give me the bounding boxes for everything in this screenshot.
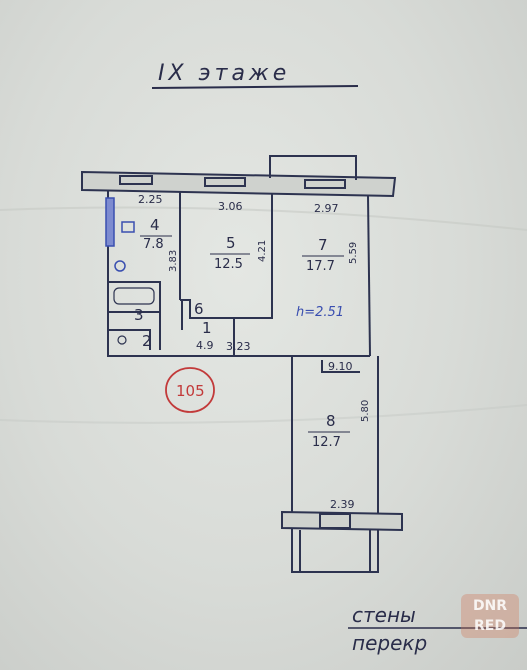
window-room-7: [304, 179, 346, 189]
room-8-bottom-wall: [281, 510, 403, 532]
room-7-area: 17.7: [306, 259, 335, 274]
watermark-line1: DNR: [472, 598, 508, 614]
room-1-number: 1: [202, 319, 212, 337]
radiator-icon: [105, 197, 115, 247]
dim-room-7-side: 5.59: [348, 242, 359, 264]
dim-top-right: 2.97: [314, 202, 339, 215]
dim-stair-width: 9.10: [328, 360, 353, 373]
stamp-circle: [165, 367, 215, 413]
bathtub-icon: [113, 287, 155, 305]
watermark-line2: RED: [474, 618, 506, 634]
partition-5-7: [180, 194, 273, 319]
room-8-outline: [291, 356, 379, 573]
room-8-window: [319, 513, 351, 529]
wc-wall: [108, 329, 151, 350]
title-underline: [151, 85, 359, 89]
room-3-number: 3: [134, 306, 144, 324]
room-8-area: 12.7: [312, 435, 341, 450]
bottom-note-line1: стены: [352, 603, 416, 627]
stove-icon: [121, 221, 135, 233]
bottom-note-line2: перекр: [352, 631, 427, 655]
stamp-number: 105: [176, 382, 205, 400]
sink-icon: [114, 260, 126, 272]
site-watermark-logo: DNR RED: [461, 594, 519, 638]
ceiling-height-note: h=2.51: [296, 305, 344, 320]
room-4-area: 7.8: [143, 237, 164, 252]
room-5-number: 5: [226, 234, 236, 252]
dim-room-4-side: 3.83: [168, 250, 179, 272]
right-wall: [367, 195, 371, 357]
toilet-icon: [117, 335, 127, 345]
loggia-top: [269, 155, 357, 180]
dim-top-left: 2.25: [138, 193, 163, 206]
room-2-number: 2: [142, 332, 152, 350]
room-4-number: 4: [150, 216, 160, 234]
window-room-4: [119, 175, 153, 185]
top-exterior-wall: [81, 170, 397, 198]
room-5-area: 12.5: [214, 257, 243, 272]
window-room-5: [204, 177, 246, 187]
dim-top-middle: 3.06: [218, 200, 243, 213]
dim-balcony-width: 2.39: [330, 498, 355, 511]
dim-hall-width: 3.23: [226, 340, 251, 353]
floor-title: IX этаже: [158, 61, 290, 86]
room-1-area: 4.9: [196, 339, 214, 352]
dim-room-5-side: 4.21: [257, 240, 268, 262]
stair-mark: [321, 360, 360, 373]
bathroom-wall: [108, 281, 161, 350]
room-7-number: 7: [318, 236, 328, 254]
dim-room-8-side: 5.80: [360, 400, 371, 422]
room-8-number: 8: [326, 412, 336, 430]
room-6-number: 6: [194, 300, 204, 318]
